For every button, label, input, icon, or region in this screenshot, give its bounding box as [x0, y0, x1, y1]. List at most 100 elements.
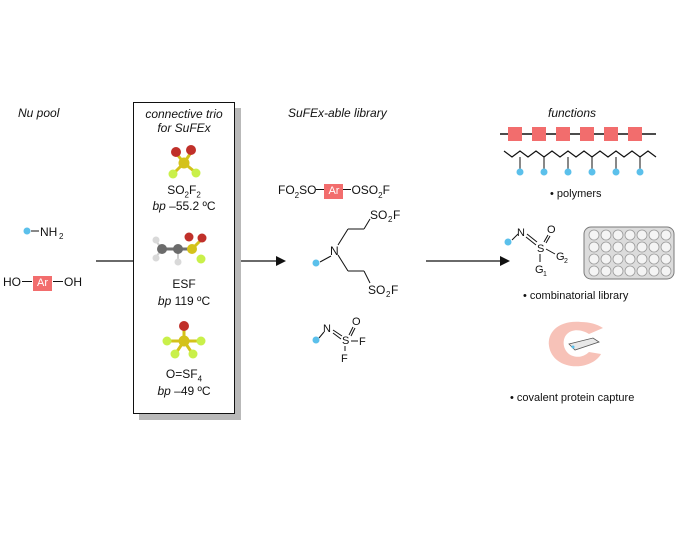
well-icon	[588, 265, 600, 277]
well-icon	[612, 253, 624, 265]
sof4-main: O=SF	[165, 367, 198, 381]
sof4-bp-value: –49 ºC	[174, 384, 211, 398]
comb-g1: G	[535, 264, 544, 276]
well-icon	[648, 241, 660, 253]
well-icon	[588, 241, 600, 253]
sf-s: S	[342, 335, 349, 347]
comb-g1-sub: 1	[543, 271, 547, 278]
bis-left-end: SO	[299, 183, 317, 197]
well-icon	[600, 253, 612, 265]
well-icon	[624, 265, 636, 277]
well-icon	[612, 229, 624, 241]
attachment-dot-icon	[504, 238, 512, 246]
esf-bp-value: 119 ºC	[174, 294, 211, 308]
polymer-monomer-block	[556, 127, 570, 141]
sulfonimidoyl-structure: N S O G 2 G 1	[504, 224, 568, 278]
so2f-a-sub: 2	[388, 215, 393, 224]
connective-trio-box: connective trio for SuFEx SO2F2 bp –55.2…	[133, 102, 235, 414]
protein-capture-label: • covalent protein capture	[510, 392, 635, 404]
well-icon	[636, 241, 648, 253]
tertiary-amine-bis-so2f: N SO 2 F SO 2 F	[312, 208, 400, 299]
bis-left: FO	[278, 183, 295, 197]
so2f-a: SO	[370, 208, 387, 222]
protein-shape	[548, 321, 603, 367]
functions-header: functions	[548, 106, 597, 120]
attachment-dot-icon	[23, 227, 31, 235]
so2f2-bp-label: bp	[152, 199, 166, 213]
amine-subscript: 2	[59, 232, 64, 241]
polymer-monomer-block	[532, 127, 546, 141]
well-icon	[588, 229, 600, 241]
library-header: SuFEx-able library	[288, 106, 387, 120]
well-icon	[612, 241, 624, 253]
ar-box: Ar	[33, 276, 52, 291]
sf-f2: F	[341, 353, 348, 365]
trio-title: connective trio for SuFEx	[134, 107, 234, 135]
attachment-dot-icon	[312, 336, 320, 344]
well-icon	[660, 241, 672, 253]
amine-structure: NH 2	[23, 225, 64, 241]
polymer-monomer-block	[628, 127, 642, 141]
well-plate-icon	[583, 226, 675, 280]
trio-title-line1: connective trio	[145, 107, 223, 121]
so2f-a-end: F	[393, 208, 400, 222]
so2f2-sub1: 2	[184, 190, 189, 200]
polymers-illustration	[500, 127, 657, 176]
esf-molecule-icon	[152, 232, 207, 266]
well-icon	[624, 253, 636, 265]
trio-title-line2: for SuFEx	[157, 121, 211, 135]
esf-name: ESF	[172, 277, 196, 291]
bisphenol-nucleophile: HO Ar OH	[3, 273, 82, 291]
sf-f1: F	[359, 336, 366, 348]
amine-label: NH	[40, 225, 57, 239]
polymer-monomer-block	[508, 127, 522, 141]
so2f-b-sub: 2	[386, 290, 391, 299]
well-icon	[612, 265, 624, 277]
so2f2-bp: bp –55.2 ºC	[134, 199, 234, 213]
so2f2-main: SO	[167, 183, 185, 197]
well-icon	[648, 265, 660, 277]
well-plate-wells	[588, 229, 672, 277]
well-icon	[600, 229, 612, 241]
comb-s: S	[537, 243, 544, 255]
esf-bp: bp 119 ºC	[134, 294, 234, 308]
polymer-monomer-block	[604, 127, 618, 141]
well-icon	[600, 265, 612, 277]
comb-n: N	[517, 227, 525, 239]
sf-n: N	[323, 323, 331, 335]
comb-o: O	[547, 224, 556, 236]
well-icon	[660, 253, 672, 265]
protein-capture-icon	[548, 321, 603, 367]
well-icon	[648, 253, 660, 265]
well-icon	[624, 229, 636, 241]
iminosulfur-difluoride: N S O F F	[312, 316, 366, 365]
well-icon	[660, 265, 672, 277]
library-ar-box: Ar	[324, 184, 344, 199]
comb-g2-sub: 2	[564, 258, 568, 265]
phenol-left: HO	[3, 275, 21, 289]
so2f2-formula: SO2F2	[134, 183, 234, 199]
bis-left-sub: 2	[294, 191, 300, 201]
esf-bp-label: bp	[157, 294, 172, 308]
well-icon	[636, 253, 648, 265]
sof4-formula: O=SF4	[134, 367, 234, 383]
amine-nucleophile: NH 2	[22, 222, 102, 247]
comb-g2: G	[556, 251, 565, 263]
well-icon	[624, 241, 636, 253]
polymers-label: • polymers	[550, 188, 602, 200]
bis-right-sub: 2	[378, 191, 383, 201]
phenol-right: OH	[64, 275, 82, 289]
sof4-molecule-icon	[162, 321, 206, 359]
well-icon	[648, 229, 660, 241]
well-icon	[636, 265, 648, 277]
so2f-b-end: F	[391, 283, 398, 297]
polymer-monomer-block	[580, 127, 594, 141]
well-icon	[660, 229, 672, 241]
bis-right: OSO	[351, 183, 379, 197]
so2f2-sub2: 2	[196, 190, 201, 200]
nu-pool-header: Nu pool	[18, 106, 60, 120]
bis-right-end: F	[382, 183, 390, 197]
reaction-arrow-2	[426, 256, 510, 266]
sf-o: O	[352, 316, 361, 328]
